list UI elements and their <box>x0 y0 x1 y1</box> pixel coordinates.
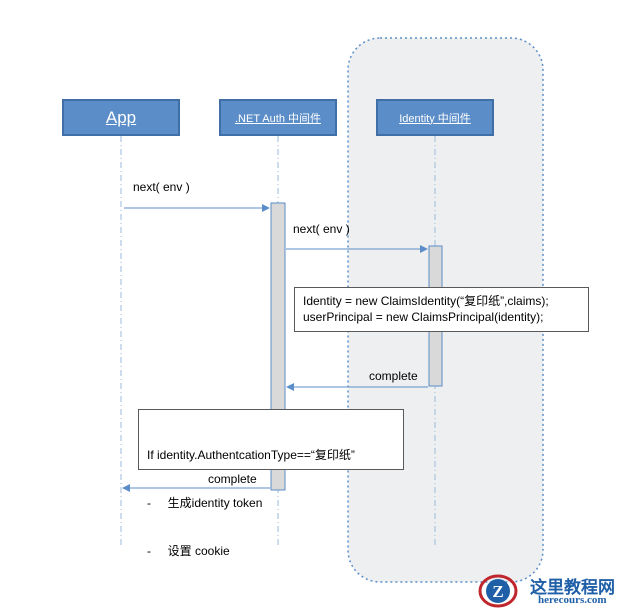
note-identity-line-2: userPrincipal = new ClaimsPrincipal(iden… <box>303 310 544 324</box>
note-auth-line-1: If identity.AuthentcationType==“复印纸” <box>147 448 355 462</box>
message-label-complete-1: complete <box>369 369 418 383</box>
watermark: Z 这里教程网 herecours.com <box>474 568 620 612</box>
note-auth-line-2: - 生成identity token <box>147 496 263 510</box>
watermark-logo-letter: Z <box>492 582 503 601</box>
note-identity-creation: Identity = new ClaimsIdentity(“复印纸”,clai… <box>294 287 589 332</box>
watermark-url: herecours.com <box>538 594 607 606</box>
watermark-title: 这里教程网 <box>530 578 615 597</box>
note-identity-line-1: Identity = new ClaimsIdentity(“复印纸”,clai… <box>303 294 549 308</box>
note-auth-line-3: - 设置 cookie <box>147 544 230 558</box>
participant-identity: Identity 中间件 <box>376 99 494 136</box>
message-label-complete-2: complete <box>208 472 257 486</box>
watermark-logo-icon: Z <box>478 574 518 608</box>
message-label-next-env-2: next( env ) <box>293 222 350 236</box>
participant-net-auth: .NET Auth 中间件 <box>219 99 337 136</box>
note-auth-type-check: If identity.AuthentcationType==“复印纸” - 生… <box>138 409 404 558</box>
participant-app: App <box>62 99 180 136</box>
message-label-next-env-1: next( env ) <box>133 180 190 194</box>
